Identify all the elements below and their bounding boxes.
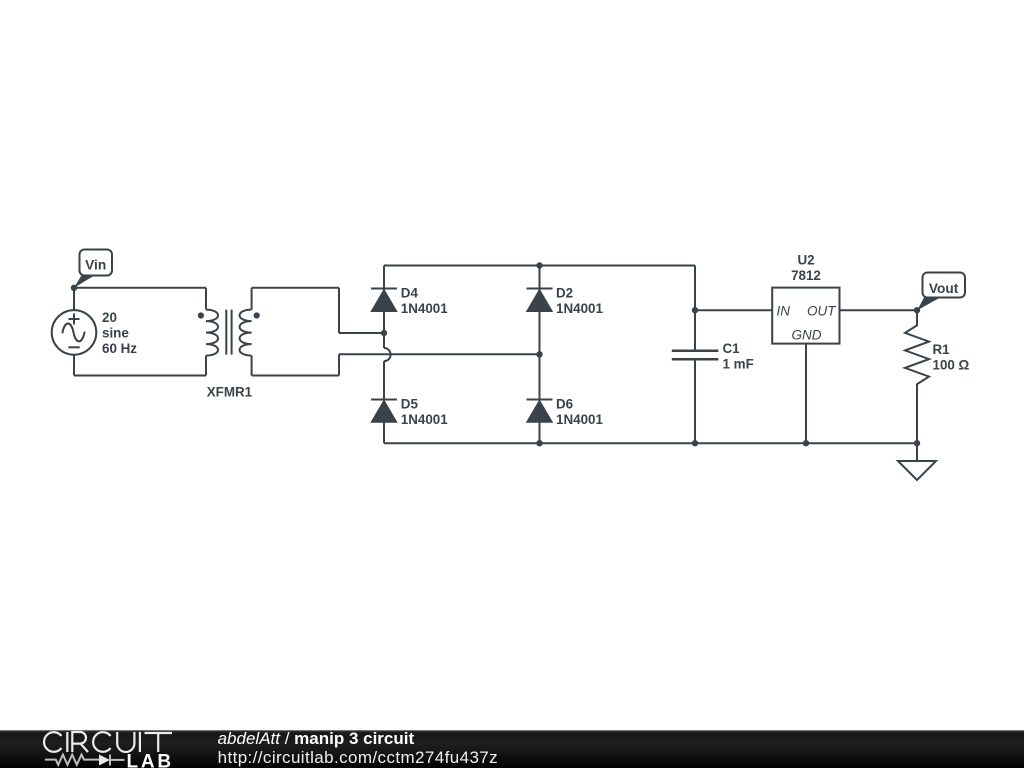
svg-text:sine: sine [102,326,129,341]
svg-text:100 Ω: 100 Ω [933,358,970,373]
svg-text:1N4001: 1N4001 [556,301,603,316]
svg-text:1N4001: 1N4001 [401,301,448,316]
svg-text:Vout: Vout [929,281,959,296]
svg-text:abdelAtt / manip 3 circuit: abdelAtt / manip 3 circuit [218,729,415,748]
svg-text:1 mF: 1 mF [723,357,754,372]
svg-text:20: 20 [102,310,117,325]
svg-text:1N4001: 1N4001 [401,412,448,427]
svg-text:1N4001: 1N4001 [556,412,603,427]
svg-text:D4: D4 [401,286,419,301]
svg-text:U2: U2 [797,252,814,267]
svg-text:OUT: OUT [807,303,837,318]
svg-text:C1: C1 [723,341,741,356]
svg-text:IN: IN [777,303,791,318]
svg-text:XFMR1: XFMR1 [207,385,253,400]
svg-text:LAB: LAB [127,752,174,768]
svg-text:Vin: Vin [85,258,106,273]
svg-text:GND: GND [792,328,822,343]
svg-text:D5: D5 [401,396,419,411]
svg-text:7812: 7812 [791,268,821,283]
svg-text:D2: D2 [556,286,573,301]
svg-text:R1: R1 [933,342,951,357]
svg-text:60 Hz: 60 Hz [102,341,137,356]
svg-text:http://circuitlab.com/cctm274f: http://circuitlab.com/cctm274fu437z [218,748,498,767]
svg-text:D6: D6 [556,396,573,411]
